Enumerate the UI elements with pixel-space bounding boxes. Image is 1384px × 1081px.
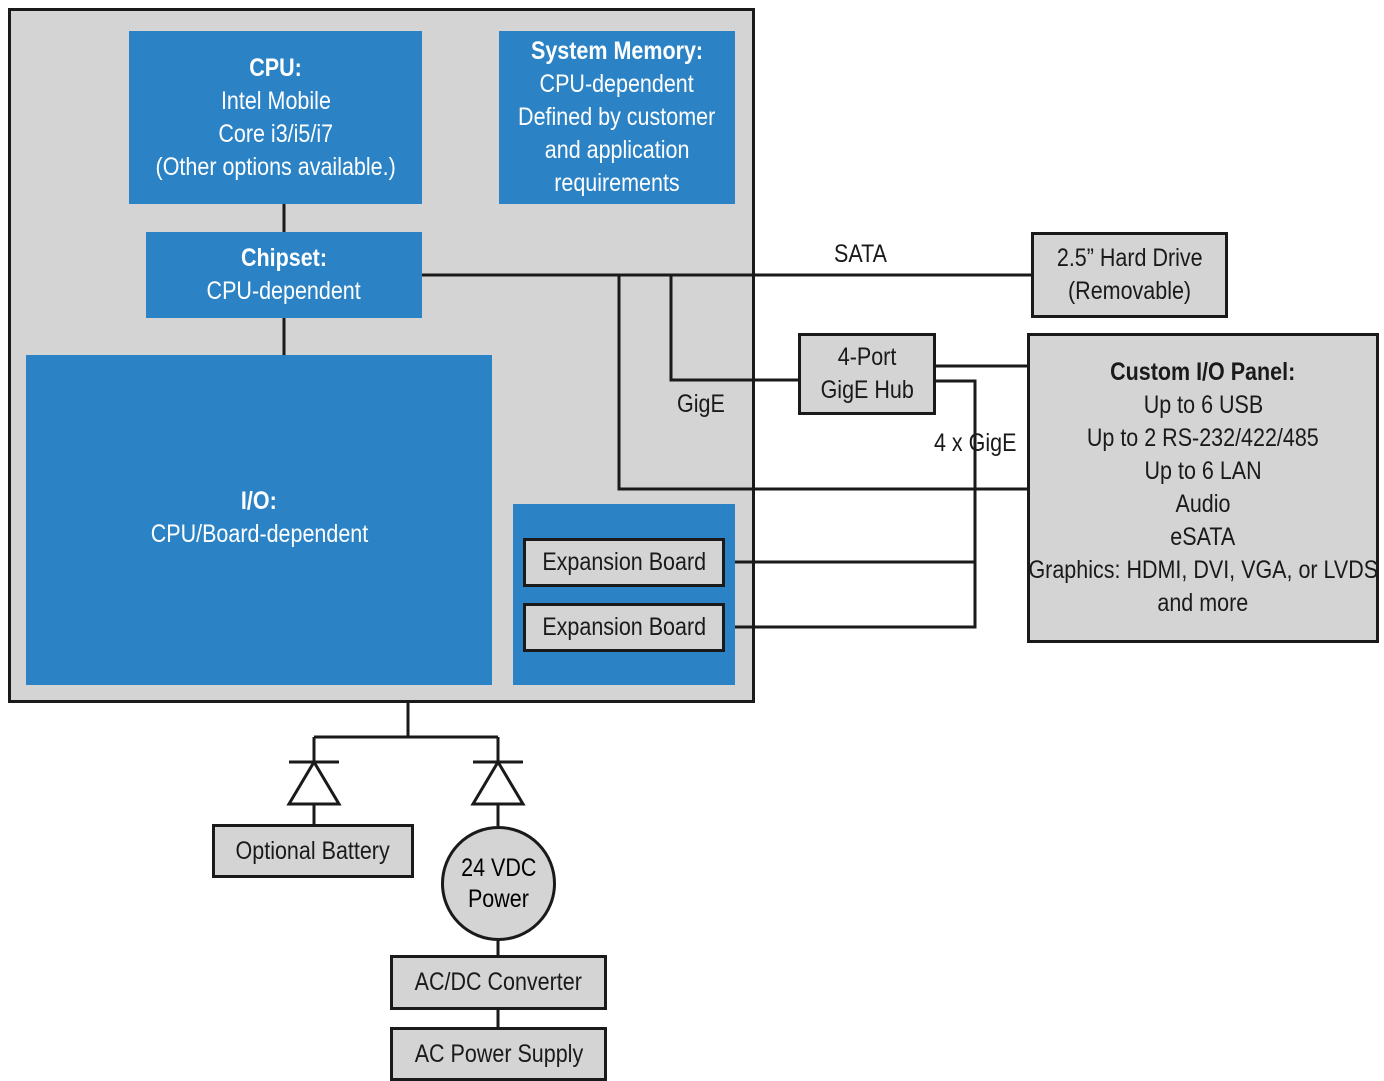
battery-diode-icon xyxy=(286,759,342,806)
io-panel-line: Graphics: HDMI, DVI, VGA, or LVDS xyxy=(1028,556,1378,584)
ac-power-supply-block: AC Power Supply xyxy=(390,1027,607,1081)
vdc-diode-icon xyxy=(470,759,526,806)
expansion-board-label: Expansion Board xyxy=(542,548,706,576)
io-panel-block: Custom I/O Panel: Up to 6 USB Up to 2 RS… xyxy=(1027,333,1379,643)
io-panel-line: Up to 6 USB xyxy=(1143,391,1263,419)
vdc-power-circle: 24 VDC Power xyxy=(441,826,556,941)
four-gige-line xyxy=(725,379,977,629)
cpu-title: CPU: xyxy=(249,53,302,82)
vdc-line: Power xyxy=(468,884,529,913)
ac-dc-converter-block: AC/DC Converter xyxy=(390,955,607,1010)
vdc-line: 24 VDC xyxy=(460,853,537,882)
chipset-title: Chipset: xyxy=(241,244,327,272)
io-block: I/O: CPU/Board-dependent xyxy=(26,355,492,685)
io-panel-line: Audio xyxy=(1175,490,1231,518)
expansion-board-2: Expansion Board xyxy=(523,603,725,652)
cpu-line: Core i3/i5/i7 xyxy=(218,119,333,148)
chipset-block: Chipset: CPU-dependent xyxy=(146,232,422,318)
hub-line: GigE Hub xyxy=(820,376,914,404)
expansion-board-1: Expansion Board xyxy=(523,538,725,587)
hard-drive-block: 2.5” Hard Drive (Removable) xyxy=(1031,232,1228,318)
hard-drive-line: 2.5” Hard Drive xyxy=(1056,244,1203,272)
expansion-area xyxy=(513,504,735,685)
io-panel-line: and more xyxy=(1157,589,1249,617)
cpu-block: CPU: Intel Mobile Core i3/i5/i7 (Other o… xyxy=(129,31,422,204)
memory-title: System Memory: xyxy=(530,37,704,65)
supply-label: AC Power Supply xyxy=(414,1039,583,1068)
memory-line: requirements xyxy=(554,169,680,197)
io-panel-line: Up to 6 LAN xyxy=(1144,457,1262,485)
io-panel-line: Up to 2 RS-232/422/485 xyxy=(1087,424,1319,452)
cpu-line: Intel Mobile xyxy=(220,86,331,115)
four-gige-label: 4 x GigE xyxy=(934,429,1017,457)
battery-block: Optional Battery xyxy=(212,824,414,878)
memory-line: Defined by customer xyxy=(518,103,716,131)
battery-label: Optional Battery xyxy=(235,836,391,865)
expansion-board-label: Expansion Board xyxy=(542,613,706,641)
gige-hub-block: 4-Port GigE Hub xyxy=(798,333,936,415)
memory-line: and application xyxy=(544,136,690,164)
sata-label: SATA xyxy=(834,240,887,268)
hub-line: 4-Port xyxy=(837,343,897,371)
panel-bus-line xyxy=(617,275,1027,491)
io-panel-title: Custom I/O Panel: xyxy=(1110,358,1296,386)
gige-label: GigE xyxy=(677,390,725,418)
memory-line: CPU-dependent xyxy=(539,70,695,98)
gige-line xyxy=(669,275,800,382)
cpu-line: (Other options available.) xyxy=(155,152,396,181)
io-line: CPU/Board-dependent xyxy=(150,520,368,548)
io-title: I/O: xyxy=(241,487,277,515)
hard-drive-line: (Removable) xyxy=(1067,277,1192,305)
converter-label: AC/DC Converter xyxy=(414,968,583,996)
memory-block: System Memory: CPU-dependent Defined by … xyxy=(499,31,735,204)
chipset-line: CPU-dependent xyxy=(206,277,362,305)
io-panel-line: eSATA xyxy=(1170,523,1236,551)
